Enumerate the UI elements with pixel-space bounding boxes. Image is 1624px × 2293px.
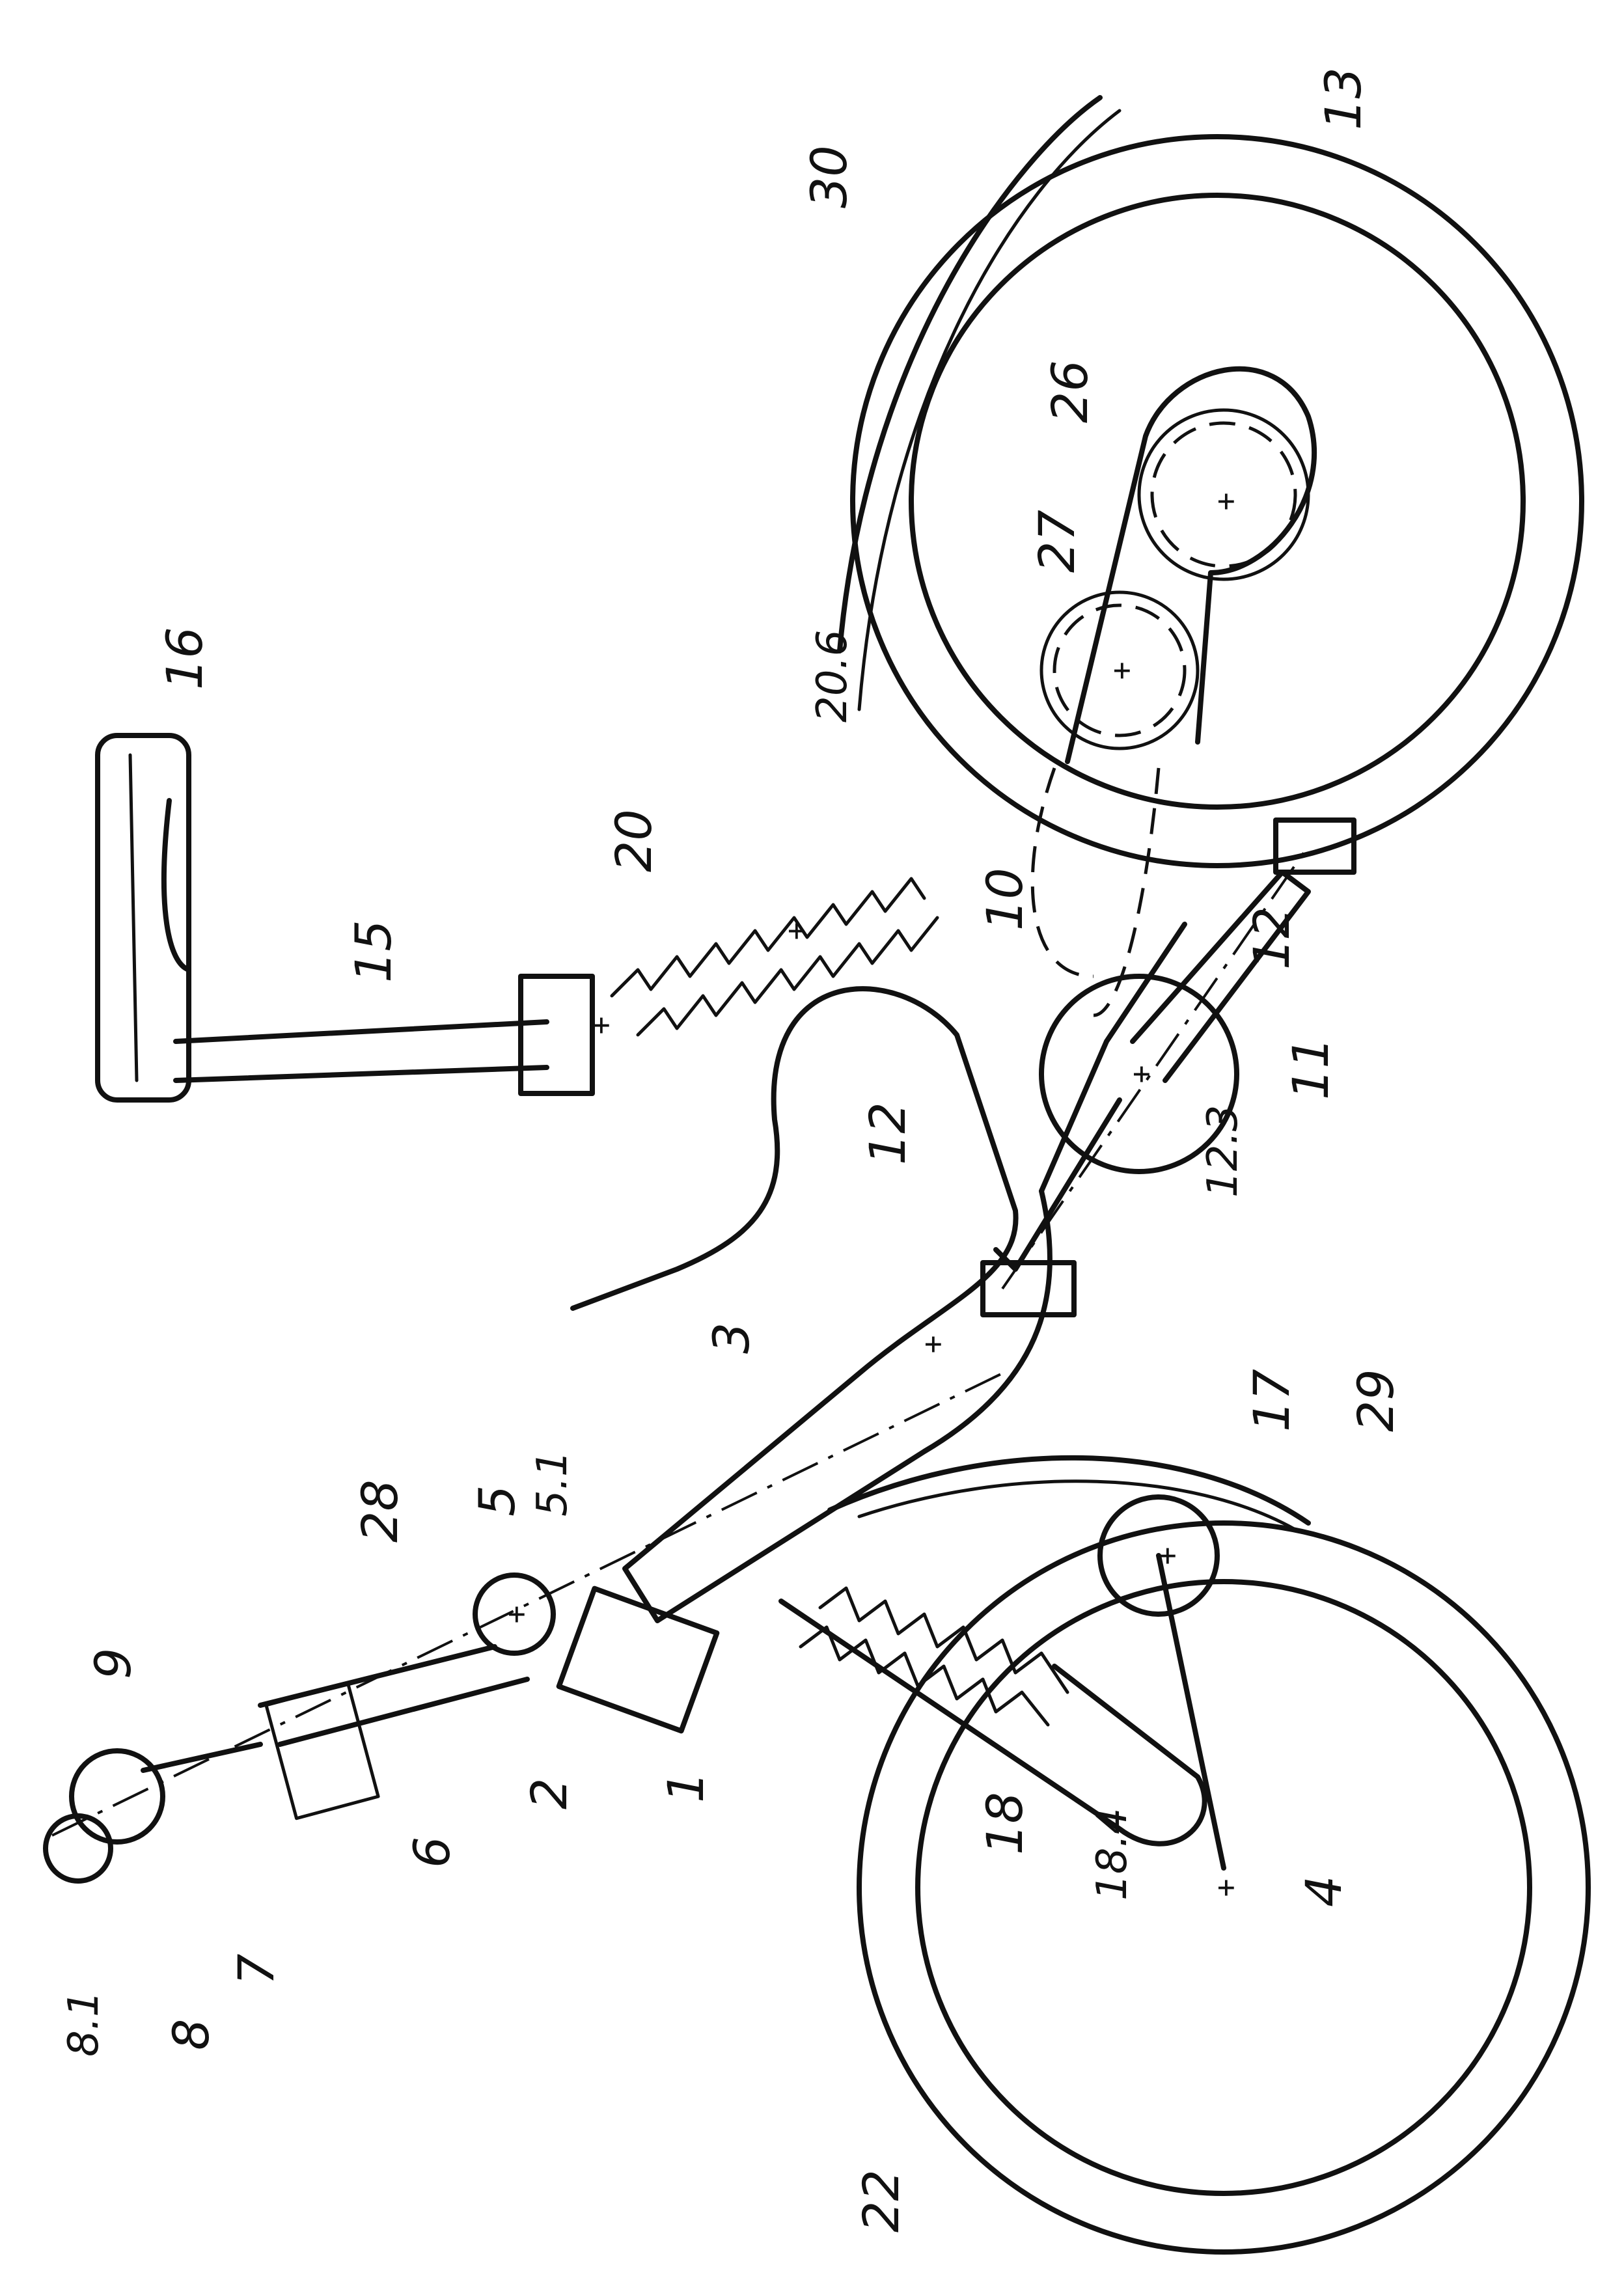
pivot-mark-18-4: + xyxy=(924,1326,943,1361)
label-4: 4 xyxy=(1295,1876,1353,1907)
label-16: 16 xyxy=(156,627,213,690)
rear-spring xyxy=(612,879,937,1035)
label-8-1: 8.1 xyxy=(60,1990,108,2057)
pivot-mark-rear-axle: + xyxy=(1217,483,1235,518)
label-30: 30 xyxy=(800,145,858,208)
reference-labels: 1 2 3 4 5 5.1 6 7 8 8.1 9 10 11 12 12 12… xyxy=(60,67,1405,2232)
pivot-mark-20: + xyxy=(592,1007,611,1042)
label-1: 1 xyxy=(657,1772,715,1803)
main-frame xyxy=(573,924,1185,1621)
label-12-3: 12.3 xyxy=(1199,1105,1247,1198)
pivot-mark-5: + xyxy=(508,1596,526,1631)
label-18: 18 xyxy=(976,1792,1034,1855)
label-5-1: 5.1 xyxy=(529,1450,577,1517)
pivot-mark-27: + xyxy=(1113,652,1131,687)
label-2: 2 xyxy=(520,1778,578,1809)
label-11: 11 xyxy=(1282,1037,1340,1100)
rear-wheel xyxy=(840,98,1582,866)
label-28: 28 xyxy=(351,1479,409,1543)
label-17: 17 xyxy=(1243,1369,1301,1432)
pivot-mark-20-6: + xyxy=(788,913,806,948)
label-20-6: 20.6 xyxy=(808,630,857,723)
label-8: 8 xyxy=(162,2019,220,2050)
label-22: 22 xyxy=(852,2169,910,2232)
label-5: 5 xyxy=(468,1485,526,1517)
label-26: 26 xyxy=(1041,360,1099,423)
seat-assembly xyxy=(98,735,592,1100)
pivot-mark-17: + xyxy=(1159,1537,1177,1572)
label-12-top: 12 xyxy=(1243,907,1301,970)
label-20: 20 xyxy=(605,809,663,872)
label-7: 7 xyxy=(227,1954,285,1985)
pivot-marks: + + + + + + + + + xyxy=(508,483,1235,1904)
label-29: 29 xyxy=(1347,1369,1405,1432)
pivot-mark-front-axle: + xyxy=(1217,1869,1235,1904)
front-wheel xyxy=(830,1458,1588,2252)
label-10: 10 xyxy=(976,868,1034,931)
label-9: 9 xyxy=(84,1648,142,1679)
label-18-4: 18.4 xyxy=(1088,1808,1136,1901)
label-12-bottom: 12 xyxy=(859,1102,916,1165)
label-27: 27 xyxy=(1028,510,1086,573)
label-6: 6 xyxy=(403,1837,461,1868)
label-15: 15 xyxy=(344,920,402,983)
label-3: 3 xyxy=(702,1323,760,1354)
label-13: 13 xyxy=(1314,67,1372,130)
pivot-mark-crank: + xyxy=(1133,1056,1151,1091)
